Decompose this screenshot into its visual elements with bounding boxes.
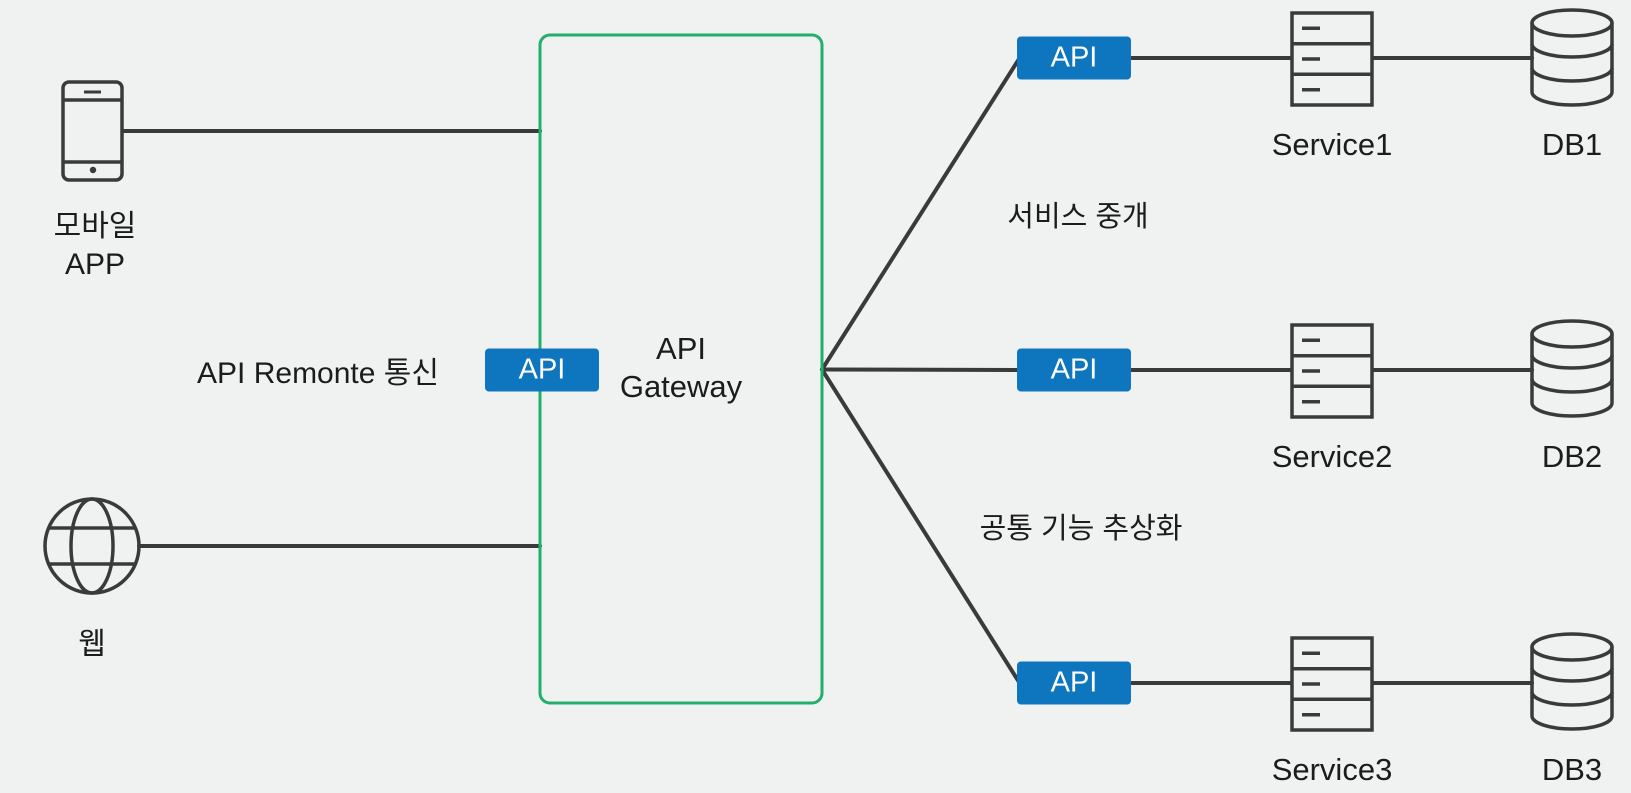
service-brokering-annotation: 서비스 중개	[1007, 201, 1149, 233]
mobile-app-label-line1: 모바일	[53, 210, 137, 243]
database3-icon	[1530, 632, 1614, 731]
api-gateway-label-line2: Gateway	[619, 369, 743, 404]
server1-icon	[1290, 11, 1374, 107]
api-gateway-label: API Gateway	[620, 330, 742, 406]
server3-icon	[1290, 636, 1374, 732]
common-function-abstraction-annotation: 공통 기능 추상화	[979, 513, 1183, 545]
db3-label: DB3	[1541, 752, 1603, 787]
database2-icon	[1530, 319, 1614, 418]
server2-icon	[1290, 323, 1374, 419]
api-gateway-label-line1: API	[656, 331, 706, 366]
web-label: 웹	[78, 628, 106, 661]
service1-api-badge: API	[1017, 36, 1131, 80]
service2-label: Service2	[1271, 439, 1393, 474]
mobile-app-label: 모바일 APP	[54, 208, 137, 284]
smartphone-icon	[61, 80, 124, 182]
connector-lines	[120, 56, 1534, 685]
service1-label: Service1	[1271, 127, 1393, 162]
api-remote-communication-label: API Remonte 통신	[197, 357, 439, 390]
gateway-to-api3-line	[820, 367, 1021, 684]
db1-label: DB1	[1541, 127, 1603, 162]
db2-label: DB2	[1541, 439, 1603, 474]
database1-icon	[1530, 8, 1614, 107]
gateway-to-api1-line	[820, 57, 1021, 372]
service2-api-badge: API	[1017, 348, 1131, 392]
gateway-to-api2-line	[820, 367, 1019, 372]
globe-icon	[43, 497, 141, 595]
service3-api-badge: API	[1017, 661, 1131, 705]
mobile-app-label-line2: APP	[64, 248, 126, 281]
service3-label: Service3	[1271, 752, 1393, 787]
gateway-api-badge: API	[485, 348, 599, 392]
